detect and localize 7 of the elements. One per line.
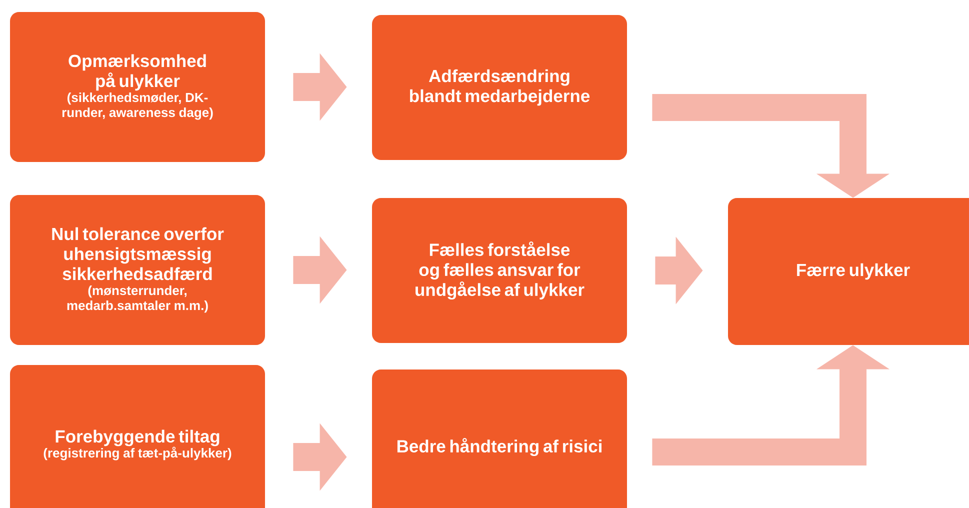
- process-box: Adfærdsændring blandt medarbejderne: [372, 15, 627, 160]
- process-box: Bedre håndtering af risici: [372, 370, 627, 508]
- process-box: Fælles forståelse og fælles ansvar for undgåelse af ulykker: [372, 198, 627, 343]
- process-box: Nul tolerance overfor uhensigtsmæssig sikkerhedsadfærd (mønsterrunder, medarb.samtaler m.m.): [10, 195, 265, 345]
- process-box: Opmærksomhed på ulykker (sikkerhedsmøder, DK-runder, awareness dage): [10, 12, 265, 162]
- process-box: Færre ulykker: [728, 198, 969, 345]
- process-box: Forebyggende tiltag (registrering af tæt-på-ulykker): [10, 365, 265, 508]
